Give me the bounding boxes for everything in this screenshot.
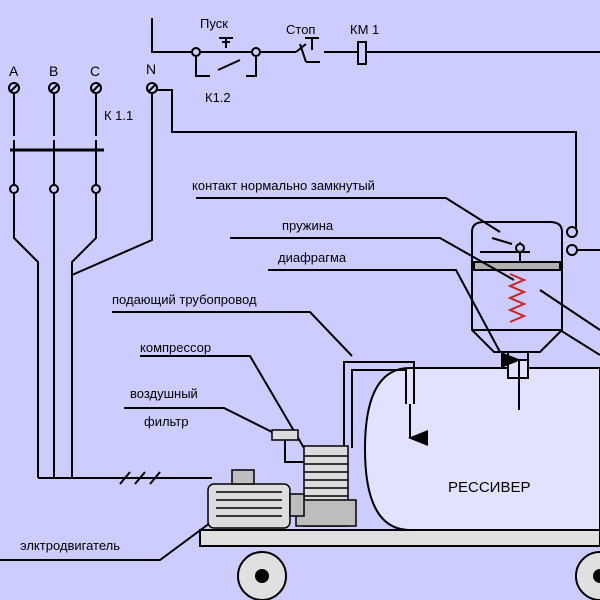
switch-terminal-1 [566, 226, 578, 238]
stop-button [295, 37, 319, 53]
receiver-tank [363, 367, 600, 531]
spring-label: пружина [282, 218, 334, 233]
leader-lines [0, 197, 600, 561]
spring-coil [507, 273, 527, 323]
k12-label: К1.2 [205, 90, 231, 105]
start-label: Пуск [200, 16, 228, 31]
km1-coil [357, 41, 367, 65]
compressor [295, 445, 357, 527]
phase-terminals [8, 82, 158, 194]
wheel-left [237, 551, 287, 600]
air-filter-label-2: фильтр [144, 414, 188, 429]
air-filter [271, 429, 304, 463]
air-filter-label-1: воздушный [130, 386, 198, 401]
phase-n-label: N [146, 61, 156, 77]
phase-c-label: C [90, 63, 100, 79]
phase-b-label: B [49, 63, 58, 79]
start-button [219, 37, 233, 48]
start-terminal-left [191, 47, 201, 57]
km1-label: КМ 1 [350, 22, 379, 37]
platform [199, 529, 600, 547]
pressure-switch [471, 221, 563, 379]
wheel-right [575, 551, 600, 600]
switch-terminal-2 [566, 244, 578, 256]
motor-label: элктродвигатель [20, 538, 120, 553]
control-circuit [151, 18, 600, 77]
k11-label: К 1.1 [104, 108, 133, 123]
phase-a-label: A [9, 63, 19, 79]
diaphragm-label: диафрагма [278, 250, 347, 265]
electric-motor [207, 469, 305, 529]
compressor-label: компрессор [140, 340, 211, 355]
contact-nc-label: контакт нормально замкнутый [192, 178, 375, 193]
switch-contact-point [515, 243, 525, 253]
supply-pipe-label: подающий трубопровод [112, 292, 257, 307]
stop-label: Стоп [286, 22, 315, 37]
supply-pipe [343, 361, 415, 448]
receiver-label: РЕССИВЕР [448, 479, 530, 496]
start-terminal-right [251, 47, 261, 57]
